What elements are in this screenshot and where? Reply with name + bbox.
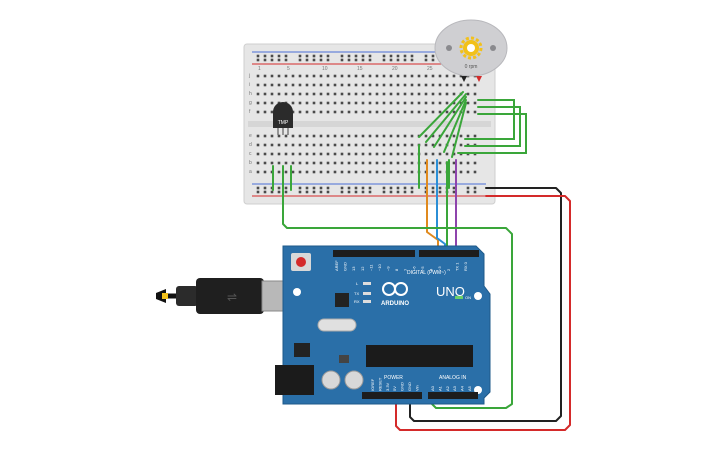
- digital-pin-label-6: ~9: [386, 266, 391, 271]
- sensor-label: TMP: [278, 120, 289, 126]
- power-label: POWER: [384, 375, 403, 381]
- rx-label: RX: [354, 299, 360, 304]
- digital-pin-label-14: TX 1: [454, 262, 459, 271]
- power-pin-label-2: 3.3V: [385, 382, 390, 391]
- digital-pin-label-2: 13: [351, 266, 356, 271]
- digital-pin-label-1: GND: [343, 262, 348, 271]
- arduino-wires[interactable]: [282, 159, 571, 431]
- col-number-20: 20: [392, 66, 398, 72]
- power-pin-label-3: 5V: [392, 386, 397, 391]
- row-letter-d: d: [249, 142, 252, 148]
- analog-pin-label-4: A4: [460, 385, 465, 391]
- power-pin-label-4: GND: [400, 382, 405, 391]
- breadboard-holes: [256, 54, 477, 194]
- col-number-10: 10: [322, 66, 328, 72]
- digital-pin-label-4: ~11: [368, 264, 373, 271]
- motor-readout: 0 rpm: [465, 64, 478, 70]
- digital-pin-label-10: ~5: [420, 266, 425, 271]
- power-pin-label-5: GND: [407, 382, 412, 391]
- row-letter-j: j: [248, 73, 250, 79]
- gear-icon: [459, 36, 483, 60]
- arduino-labels: ARDUINO UNO DIGITAL (PWM~) POWER ANALOG …: [354, 270, 471, 381]
- breadboard-row-letters: j i h g f e d c b a: [248, 73, 252, 175]
- arduino-logo-icon: [382, 282, 408, 296]
- dc-motor[interactable]: 0 rpm: [434, 19, 508, 82]
- digital-pin-label-9: ~6: [411, 266, 416, 271]
- on-label: ON: [465, 295, 471, 300]
- analog-pin-label-3: A3: [452, 385, 457, 391]
- analog-pin-label-5: A5: [467, 385, 472, 391]
- row-letter-g: g: [249, 100, 252, 106]
- digital-pin-label-11: 4: [429, 268, 434, 271]
- row-letter-a: a: [249, 169, 252, 175]
- col-number-1: 1: [258, 66, 261, 72]
- arduino-brand: ARDUINO: [381, 301, 409, 307]
- power-pin-label-0: IOREF: [370, 378, 375, 391]
- digital-pin-label-8: 7: [403, 268, 408, 271]
- digital-label: DIGITAL (PWM~): [407, 270, 446, 276]
- temperature-sensor[interactable]: TMP: [273, 102, 293, 135]
- digital-pin-label-15: RX 0: [463, 261, 468, 271]
- row-letter-c: c: [249, 151, 252, 157]
- arduino-model: UNO: [436, 284, 465, 299]
- row-letter-f: f: [249, 109, 251, 115]
- analog-pin-label-0: A0: [430, 385, 435, 391]
- arduino-board[interactable]: [275, 245, 491, 405]
- digital-pin-label-7: 8: [394, 268, 399, 271]
- digital-pin-label-0: AREF: [334, 260, 339, 271]
- col-number-25: 25: [427, 66, 433, 72]
- row-letter-h: h: [249, 91, 252, 97]
- digital-pin-label-3: 12: [360, 266, 365, 271]
- analog-pin-label-1: A1: [437, 385, 442, 391]
- digital-pin-label-12: ~3: [437, 266, 442, 271]
- usb-icon: ⇌: [227, 290, 237, 304]
- digital-pin-label-13: 2: [446, 268, 451, 271]
- row-letter-i: i: [249, 82, 250, 88]
- col-number-5: 5: [287, 66, 290, 72]
- power-pin-label-6: Vin: [414, 385, 419, 391]
- row-letter-e: e: [249, 133, 252, 139]
- tx-label: TX: [354, 291, 359, 296]
- digital-pin-label-5: ~10: [377, 263, 382, 271]
- col-number-15: 15: [357, 66, 363, 72]
- l-label: L: [356, 281, 359, 286]
- analog-label: ANALOG IN: [439, 375, 467, 381]
- breadboard-wires[interactable]: [272, 91, 527, 191]
- row-letter-b: b: [249, 160, 252, 166]
- power-pin-label-1: RESET: [377, 377, 382, 391]
- analog-pin-label-2: A2: [445, 385, 450, 391]
